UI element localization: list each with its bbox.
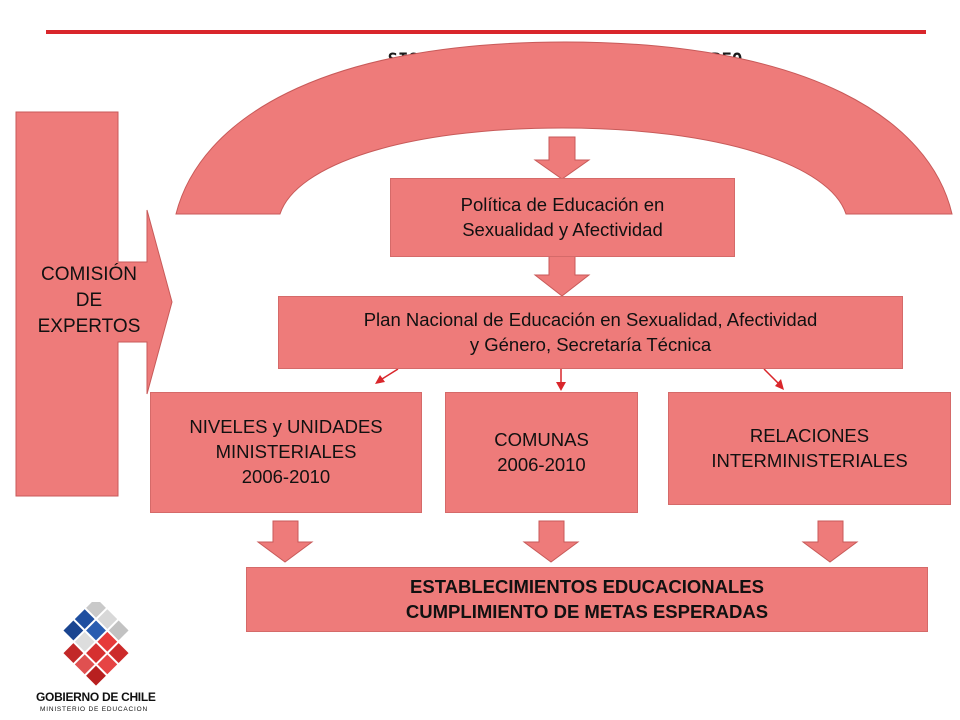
commission-arrow-shape bbox=[15, 111, 173, 497]
top-accent-line bbox=[46, 30, 926, 34]
policy-box: Política de Educación en Sexualidad y Af… bbox=[390, 178, 735, 257]
plan-line-1: Plan Nacional de Educación en Sexualidad… bbox=[363, 308, 818, 330]
commission-line-1: COMISIÓN bbox=[40, 264, 138, 285]
plan-to-communes-arrowhead bbox=[556, 382, 566, 391]
policy-line-2: Sexualidad y Afectividad bbox=[462, 218, 663, 240]
establishments-box: ESTABLECIMIENTOS EDUCACIONALES CUMPLIMIE… bbox=[246, 567, 928, 632]
policy-to-plan-arrow bbox=[533, 255, 591, 297]
levels-box: NIVELES y UNIDADES MINISTERIALES 2006-20… bbox=[150, 392, 422, 513]
plan-to-levels-connector bbox=[381, 368, 399, 380]
levels-line-1: NIVELES y UNIDADES bbox=[189, 416, 383, 438]
relations-box: RELACIONES INTERMINISTERIALES bbox=[668, 392, 951, 505]
logo-subtitle: MINISTERIO DE EDUCACION bbox=[40, 706, 148, 713]
plan-line-2: y Género, Secretaría Técnica bbox=[469, 333, 712, 355]
levels-line-3: 2006-2010 bbox=[241, 465, 331, 487]
communes-to-establishments-arrow bbox=[522, 520, 580, 563]
plan-box: Plan Nacional de Educación en Sexualidad… bbox=[278, 296, 903, 369]
policy-line-1: Política de Educación en bbox=[460, 193, 665, 215]
arch-to-policy-arrow bbox=[533, 136, 591, 180]
communes-line-1: COMUNAS bbox=[494, 428, 589, 450]
levels-line-2: MINISTERIALES bbox=[215, 441, 357, 463]
levels-to-establishments-arrow bbox=[256, 520, 314, 563]
gobierno-de-chile-logo-icon bbox=[63, 602, 129, 686]
relations-line-1: RELACIONES bbox=[749, 424, 870, 446]
relations-line-2: INTERMINISTERIALES bbox=[711, 449, 908, 471]
communes-line-2: 2006-2010 bbox=[497, 453, 586, 475]
plan-to-levels-arrowhead bbox=[375, 375, 385, 384]
logo-name: GOBIERNO DE CHILE bbox=[36, 690, 156, 704]
relations-to-establishments-arrow bbox=[801, 520, 859, 563]
establishments-line-1: ESTABLECIMIENTOS EDUCACIONALES bbox=[410, 575, 764, 597]
commission-line-2: DE bbox=[75, 290, 103, 312]
commission-line-3: EXPERTOS bbox=[37, 316, 141, 338]
commission-label: COMISIÓN DE EXPERTOS bbox=[14, 262, 164, 341]
establishments-line-2: CUMPLIMIENTO DE METAS ESPERADAS bbox=[405, 600, 769, 622]
monitoring-arch bbox=[175, 41, 953, 215]
plan-to-relations-arrowhead bbox=[775, 379, 784, 390]
plan-to-relations-connector bbox=[763, 368, 779, 384]
communes-box: COMUNAS 2006-2010 bbox=[445, 392, 638, 513]
